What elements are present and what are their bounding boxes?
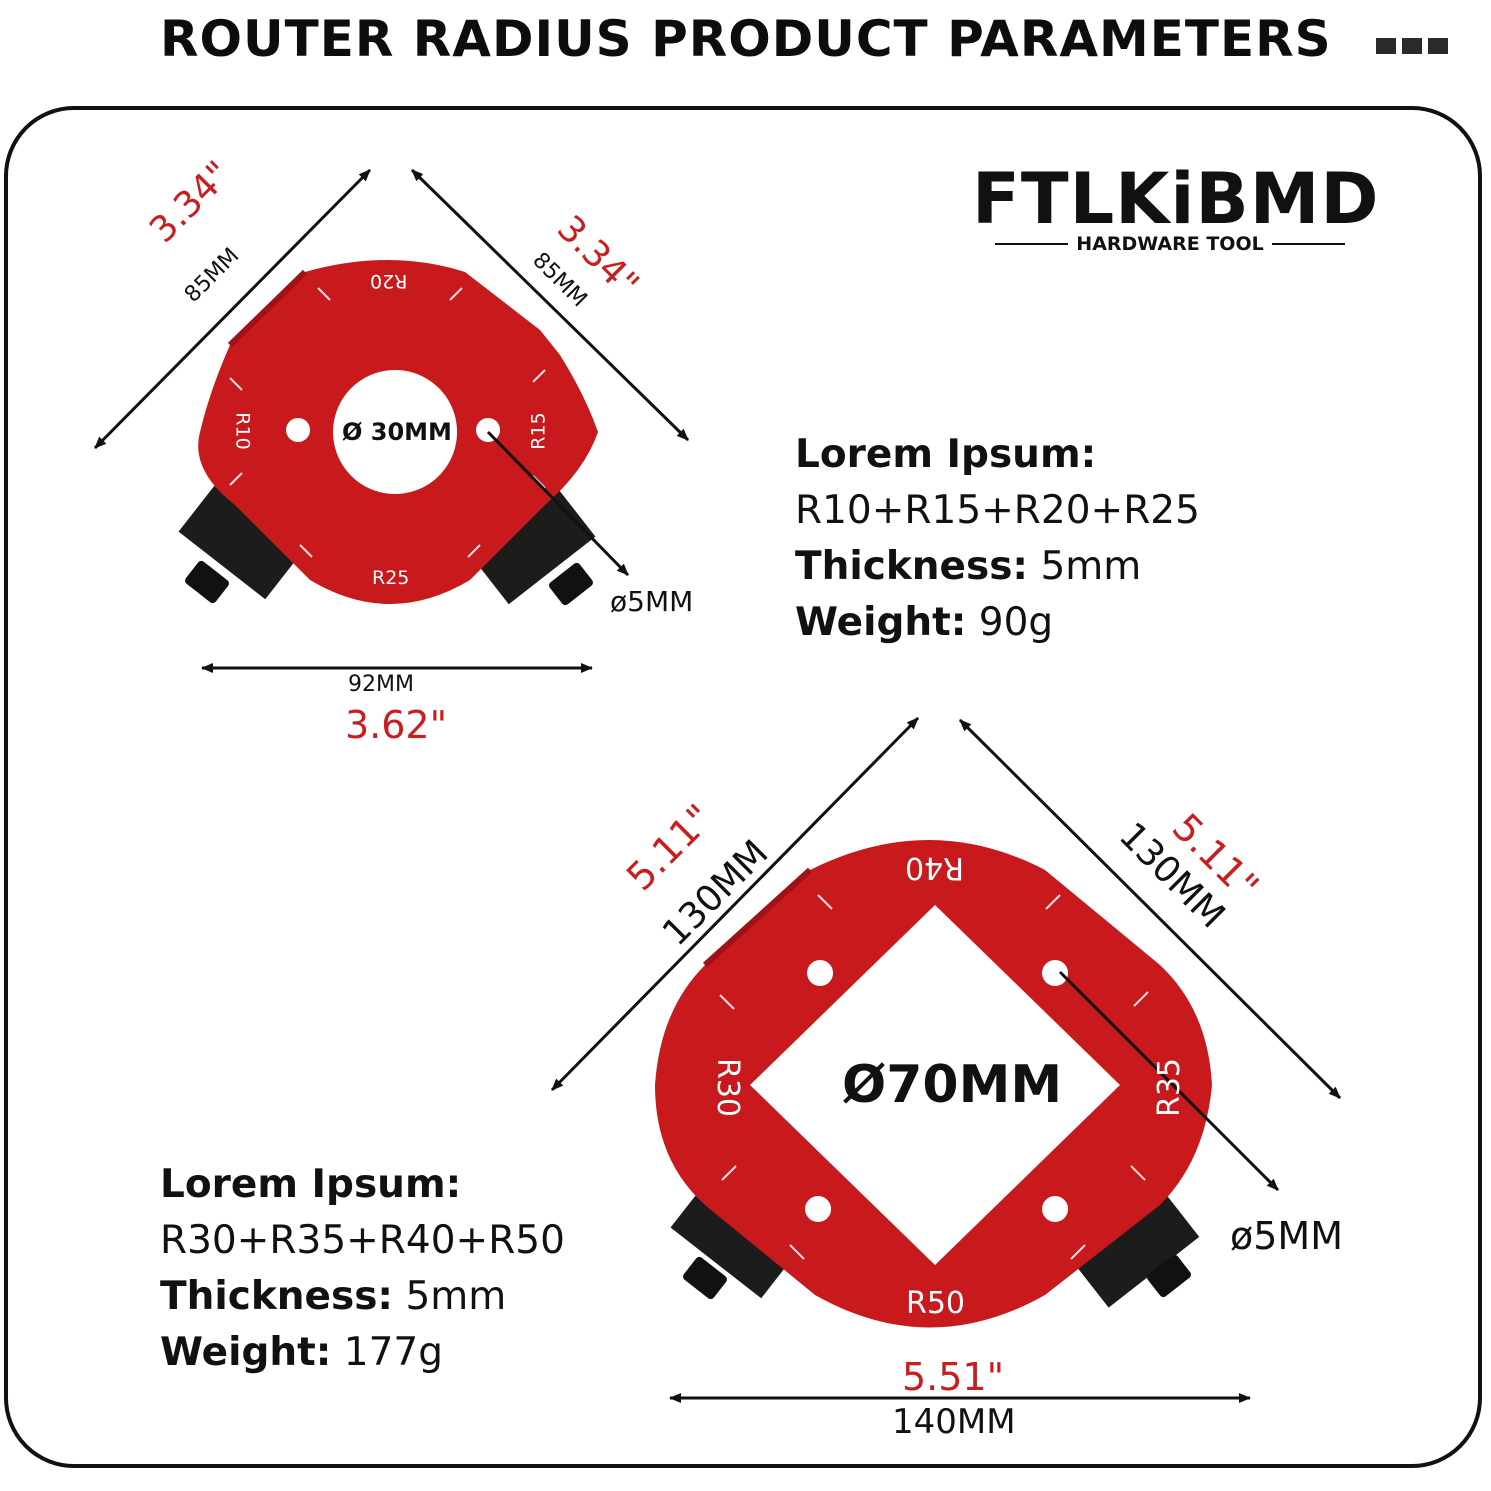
small-width-inch: 3.62" bbox=[345, 703, 448, 747]
small-radius-right: R15 bbox=[527, 412, 550, 450]
large-specs-heading: Lorem Ipsum: bbox=[160, 1162, 462, 1207]
large-width-inch: 5.51" bbox=[902, 1355, 1005, 1399]
small-pin-leader bbox=[486, 430, 630, 577]
large-weight-label: Weight: bbox=[160, 1330, 332, 1375]
large-template bbox=[550, 716, 1342, 1403]
small-specs-heading: Lorem Ipsum: bbox=[795, 432, 1097, 477]
small-thickness-label: Thickness: bbox=[795, 544, 1029, 589]
small-thickness-value: 5mm bbox=[1040, 544, 1142, 589]
large-edge-left-dimension bbox=[550, 716, 920, 1092]
small-template bbox=[93, 168, 690, 673]
large-weight-value: 177g bbox=[343, 1330, 443, 1375]
brand-tagline-text: HARDWARE TOOL bbox=[1076, 233, 1264, 255]
large-width-mm: 140MM bbox=[892, 1402, 1016, 1442]
large-specs-radii: R30+R35+R40+R50 bbox=[160, 1218, 565, 1263]
small-weight-label: Weight: bbox=[795, 600, 967, 645]
large-thickness-label: Thickness: bbox=[160, 1274, 394, 1319]
large-radius-right: R35 bbox=[1152, 1057, 1188, 1118]
small-left-clamp bbox=[178, 482, 304, 604]
large-right-clamp bbox=[1065, 1181, 1200, 1308]
small-pin-hole-label: ø5MM bbox=[610, 585, 694, 618]
small-radius-top: R20 bbox=[370, 270, 408, 292]
large-radius-top: R40 bbox=[905, 850, 965, 885]
small-right-clamp bbox=[470, 487, 596, 606]
small-radius-left: R10 bbox=[231, 412, 254, 450]
small-specs: Lorem Ipsum: R10+R15+R20+R25 Thickness: … bbox=[795, 427, 1200, 651]
small-weight-value: 90g bbox=[978, 600, 1054, 645]
large-pin-leader bbox=[1058, 970, 1280, 1192]
small-specs-radii: R10+R15+R20+R25 bbox=[795, 488, 1200, 533]
large-pin-hole-label: ø5MM bbox=[1230, 1214, 1343, 1258]
small-edge-left-dimension bbox=[93, 168, 372, 450]
content-frame bbox=[4, 106, 1482, 1468]
large-center-hole-label: Ø70MM bbox=[842, 1055, 1063, 1115]
large-thickness-value: 5mm bbox=[405, 1274, 507, 1319]
small-width-mm: 92MM bbox=[348, 672, 414, 697]
brand-tagline: HARDWARE TOOL bbox=[995, 233, 1346, 255]
menu-dots-icon[interactable] bbox=[1376, 38, 1448, 54]
small-radius-bottom: R25 bbox=[372, 567, 410, 589]
page-title: ROUTER RADIUS PRODUCT PARAMETERS bbox=[160, 10, 1332, 68]
large-radius-left: R30 bbox=[710, 1057, 746, 1118]
small-edge-right-dimension bbox=[410, 168, 690, 442]
large-radius-bottom: R50 bbox=[906, 1286, 966, 1321]
large-specs: Lorem Ipsum: R30+R35+R40+R50 Thickness: … bbox=[160, 1157, 565, 1381]
large-edge-right-dimension bbox=[958, 718, 1342, 1100]
brand-logo: FTLKiBMD bbox=[972, 158, 1380, 240]
small-center-hole-label: Ø 30MM bbox=[342, 418, 452, 446]
